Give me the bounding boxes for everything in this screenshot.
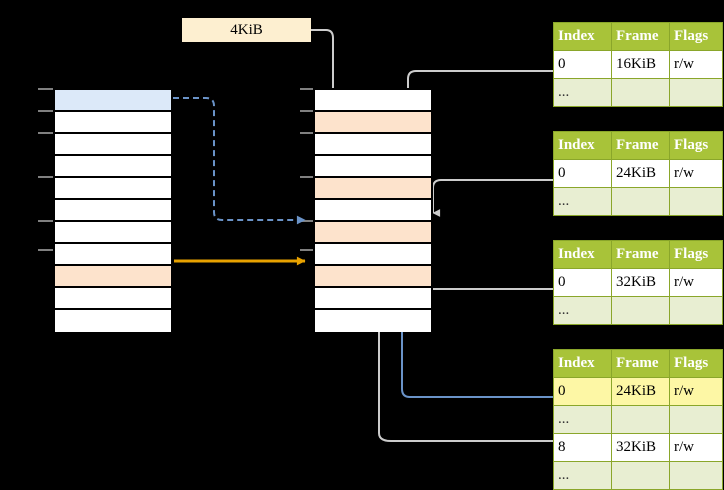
cell-frame: 32KiB [611,433,670,462]
virtual-page-row-4 [55,178,171,200]
column-header-index: Index [553,131,612,160]
cell-flags [669,78,723,107]
column-header-frame: Frame [611,240,670,269]
virtual-page-row-2 [55,134,171,156]
cell-flags: r/w [669,433,723,462]
physical-frame-row-4 [315,178,431,200]
cell-frame: 32KiB [611,268,670,297]
virtual-page-row-6 [55,222,171,244]
page-tick-marks [38,88,53,251]
physical-frame-row-1 [315,112,431,134]
virtual-page-row-10 [55,310,171,332]
table1-connector [407,70,553,181]
physical-frame-row-7 [315,244,431,266]
cell-flags [669,405,723,434]
table4-row8-connector [378,249,553,442]
cell-frame [611,78,670,107]
cell-index: 0 [553,159,612,188]
table2-connector [432,179,553,217]
column-header-index: Index [553,349,612,378]
physical-frame-row-8 [315,266,431,288]
virtual-page-row-8 [55,266,171,288]
cell-frame [611,461,670,490]
column-header-flags: Flags [669,349,723,378]
cell-index: 0 [553,268,612,297]
column-header-flags: Flags [669,131,723,160]
table-row: ... [553,405,723,434]
cell-index: ... [553,187,612,216]
virtual-address-space-column [53,88,173,332]
cell-index: 8 [553,433,612,462]
cell-index: ... [553,461,612,490]
cell-frame [611,405,670,434]
column-header-index: Index [553,22,612,51]
cell-flags: r/w [669,159,723,188]
table4-row0-connector [393,217,553,398]
table-row: ... [553,461,723,490]
virtual-page-row-0 [55,90,171,112]
column-header-frame: Frame [611,131,670,160]
physical-memory-column [313,88,433,332]
cell-index: ... [553,78,612,107]
virtual-page-row-3 [55,156,171,178]
table-row: ... [553,78,723,107]
cell-index: 0 [553,50,612,79]
cell-frame: 16KiB [611,50,670,79]
cell-flags [669,296,723,325]
cell-flags [669,461,723,490]
virtual-page-row-5 [55,200,171,222]
column-header-flags: Flags [669,240,723,269]
physical-frame-row-6 [315,222,431,244]
table-row: ... [553,187,723,216]
physical-frame-row-3 [315,156,431,178]
cell-index: ... [553,296,612,325]
cell-frame: 24KiB [611,159,670,188]
cell-flags [669,187,723,216]
column-header-frame: Frame [611,22,670,51]
physical-frame-row-10 [315,310,431,332]
cell-frame [611,187,670,216]
virtual-page-row-1 [55,112,171,134]
physical-frame-row-5 [315,200,431,222]
cell-frame: 24KiB [611,377,670,406]
physical-frame-row-0 [315,90,431,112]
table-row: ... [553,296,723,325]
virtual-page-mapping-dashed [173,97,306,225]
cell-frame [611,296,670,325]
column-header-frame: Frame [611,349,670,378]
cell-flags: r/w [669,268,723,297]
virtual-page-row-9 [55,288,171,310]
size-label: 4KiB [182,18,311,42]
physical-frame-row-9 [315,288,431,310]
cell-index: ... [553,405,612,434]
cell-flags: r/w [669,377,723,406]
cell-flags: r/w [669,50,723,79]
frame-tick-marks [300,88,313,251]
physical-frame-row-2 [315,134,431,156]
column-header-index: Index [553,240,612,269]
virtual-page-row-7 [55,244,171,266]
cell-index: 0 [553,377,612,406]
column-header-flags: Flags [669,22,723,51]
size-label-connector [311,29,341,114]
